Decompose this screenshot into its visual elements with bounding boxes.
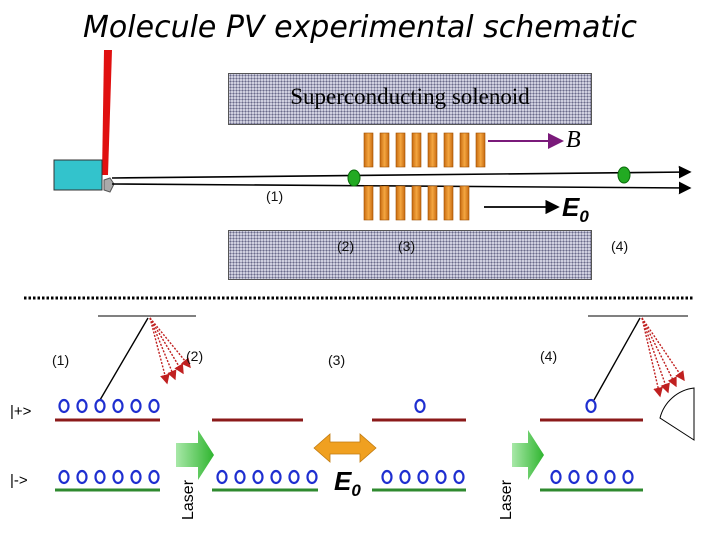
probe-beam-left (99, 317, 149, 401)
diagram-title: Molecule PV experimental schematic (83, 10, 637, 45)
bottom-region-4: (4) (540, 348, 558, 364)
bottom-region-2: (2) (186, 348, 204, 364)
state-lower-label: |-> (10, 472, 28, 489)
nozzle (102, 50, 112, 175)
top-region-3: (3) (398, 238, 416, 254)
electrode-plates-bottom (363, 185, 470, 221)
bottom-region-3: (3) (328, 352, 346, 368)
laser-arrow-right (512, 430, 544, 480)
photodetector (659, 387, 695, 441)
fluorescence-rays-left (149, 317, 191, 385)
top-region-1: (1) (266, 188, 284, 204)
solenoid-upper-box (228, 73, 592, 125)
b-field-label: B (566, 127, 581, 153)
solenoid-label: Superconducting solenoid (290, 84, 530, 109)
beam-marker-exit (617, 166, 631, 184)
fluorescence-rays-right (641, 317, 685, 398)
molecules-lower (58, 469, 634, 485)
laser-label-right: Laser (498, 479, 515, 520)
laser-arrow-left (176, 430, 214, 480)
source-valve (103, 177, 115, 193)
e-field-label-top: E0 (562, 192, 589, 227)
top-region-4: (4) (611, 238, 629, 254)
bottom-region-1: (1) (52, 352, 70, 368)
e-field-label-bottom: E0 (334, 466, 361, 501)
beam-marker-entry (347, 169, 361, 187)
electrode-plates-top (363, 132, 486, 168)
beam-line-upper (111, 165, 692, 179)
state-upper-label: |+> (10, 403, 32, 420)
top-region-2: (2) (337, 238, 355, 254)
solenoid-lower-box (228, 230, 592, 280)
molecules-upper (58, 398, 597, 414)
e-field-double-arrow (313, 433, 377, 463)
molecular-source-box (53, 159, 103, 191)
laser-label-left: Laser (180, 479, 197, 520)
probe-beam-right (593, 317, 641, 401)
